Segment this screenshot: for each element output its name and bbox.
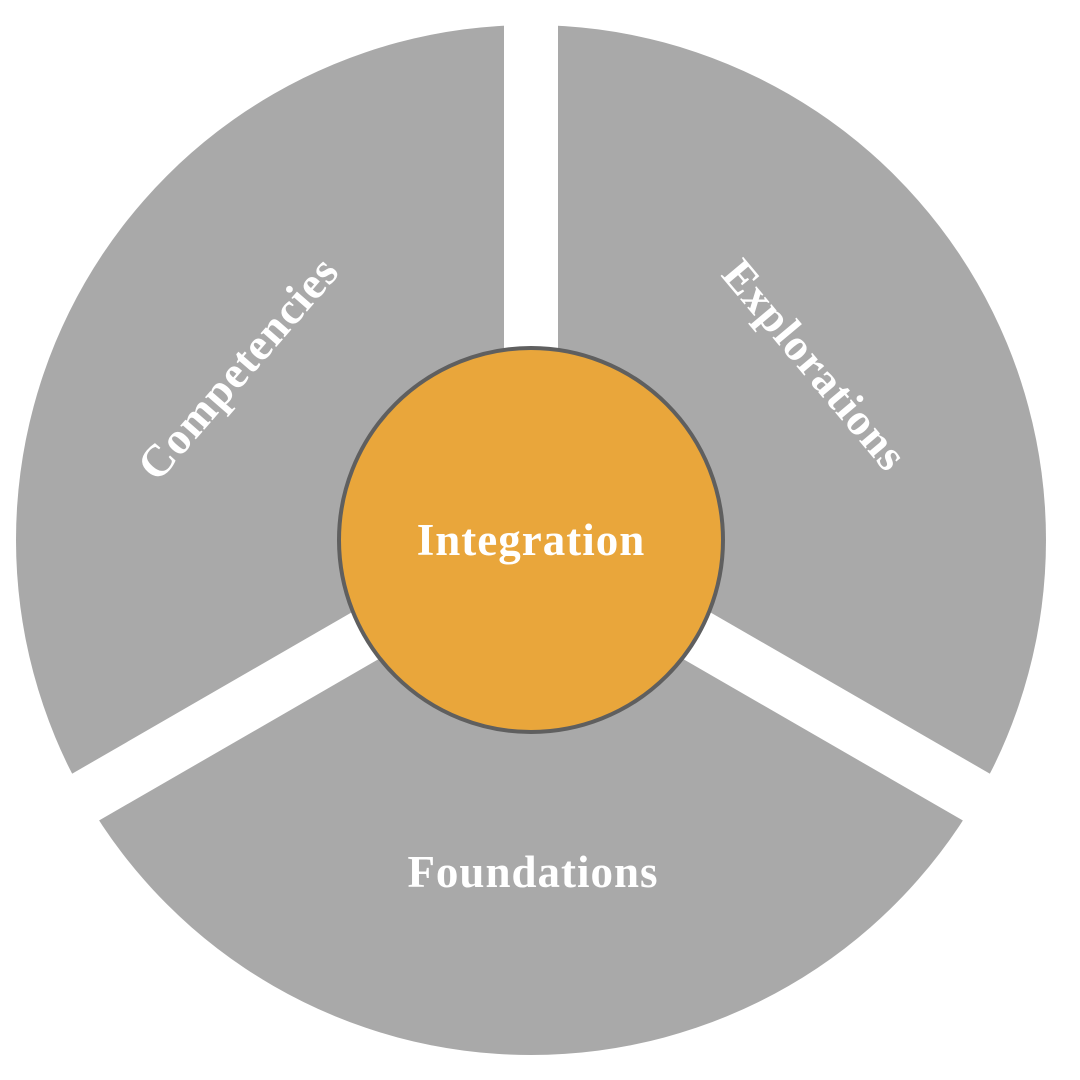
segment-label-foundations: Foundations xyxy=(407,847,658,897)
hub-circle xyxy=(337,346,725,734)
segment-foundations xyxy=(85,540,977,1055)
hub-label-integration: Integration xyxy=(417,515,646,565)
